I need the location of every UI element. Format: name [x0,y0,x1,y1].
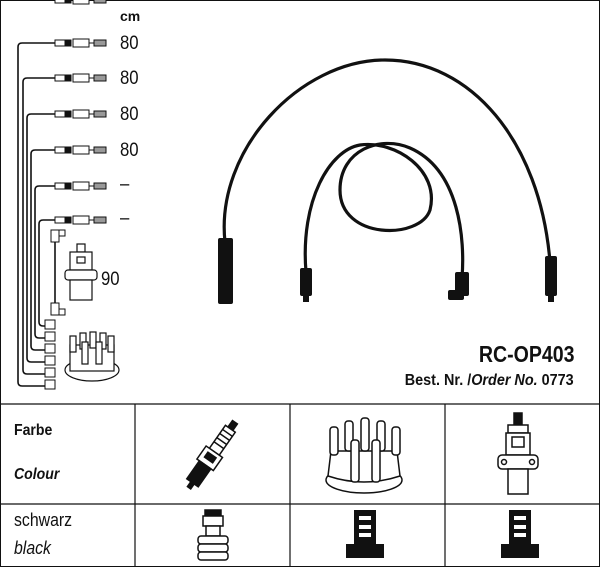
lead-length-1: 80 [120,33,139,54]
colour-en: black [14,538,51,558]
header-colour-en: Colour [14,466,60,483]
lead-length-2: 80 [120,68,139,89]
coil-lead-length: 90 [101,269,120,290]
lead-length-5: – [120,174,130,195]
plug-connectors [44,0,107,390]
ignition-coil-icon [497,412,539,495]
order-separator: / [467,372,472,389]
order-number-line: Best. Nr. /Order No. 0773 [405,372,574,390]
order-number: 0773 [541,372,574,389]
order-label-en: Order No. [471,372,538,389]
lead-length-4: 80 [120,140,139,161]
small-coil-icon [64,243,98,301]
unit-label: cm [120,8,141,24]
lead-length-3: 80 [120,104,139,125]
small-distributor-cap-icon [64,331,120,382]
product-code: RC-OP403 [478,341,574,367]
coil-boot-icon [501,510,539,558]
spark-plug-boot-icon [197,509,229,561]
lead-routing [17,42,56,387]
wire-boots [218,238,557,304]
order-label-de: Best. Nr. [405,372,464,389]
lead-length-6: – [120,208,130,229]
table-grid [0,403,600,567]
colour-de: schwarz [14,510,73,530]
header-colour-de: Farbe [14,422,53,439]
ignition-wire-set [222,58,552,279]
distributor-cap-icon [325,417,403,494]
spark-plug-icon [185,419,239,490]
distributor-boot-icon [346,510,384,558]
